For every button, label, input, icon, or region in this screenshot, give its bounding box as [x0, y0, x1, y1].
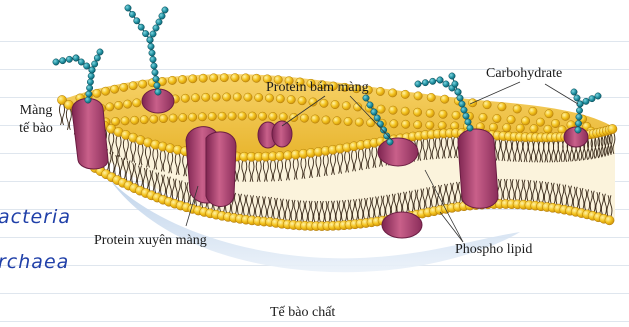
label-carbohydrate: Carbohydrate: [486, 66, 562, 82]
surface-protein-center: [378, 138, 418, 166]
label-membrane-line1: Màng: [14, 103, 58, 119]
label-peripheral-protein: Protein bám màng: [266, 80, 369, 96]
transmembrane-protein-right: [458, 129, 498, 208]
label-phospholipid: Phospho lipid: [455, 242, 532, 258]
handwritten-bacteria: acteria: [0, 206, 71, 228]
handwritten-archaea: rchaea: [0, 251, 69, 273]
transmembrane-protein-left: [72, 98, 108, 169]
label-cytoplasm: Tế bào chất: [270, 305, 335, 321]
label-membrane-line2: tế bào: [14, 121, 58, 137]
label-transmembrane-protein: Protein xuyên màng: [94, 233, 207, 249]
transmembrane-protein-channel: [186, 127, 236, 207]
peripheral-protein: [258, 121, 292, 148]
surface-protein-bottom: [382, 212, 422, 238]
